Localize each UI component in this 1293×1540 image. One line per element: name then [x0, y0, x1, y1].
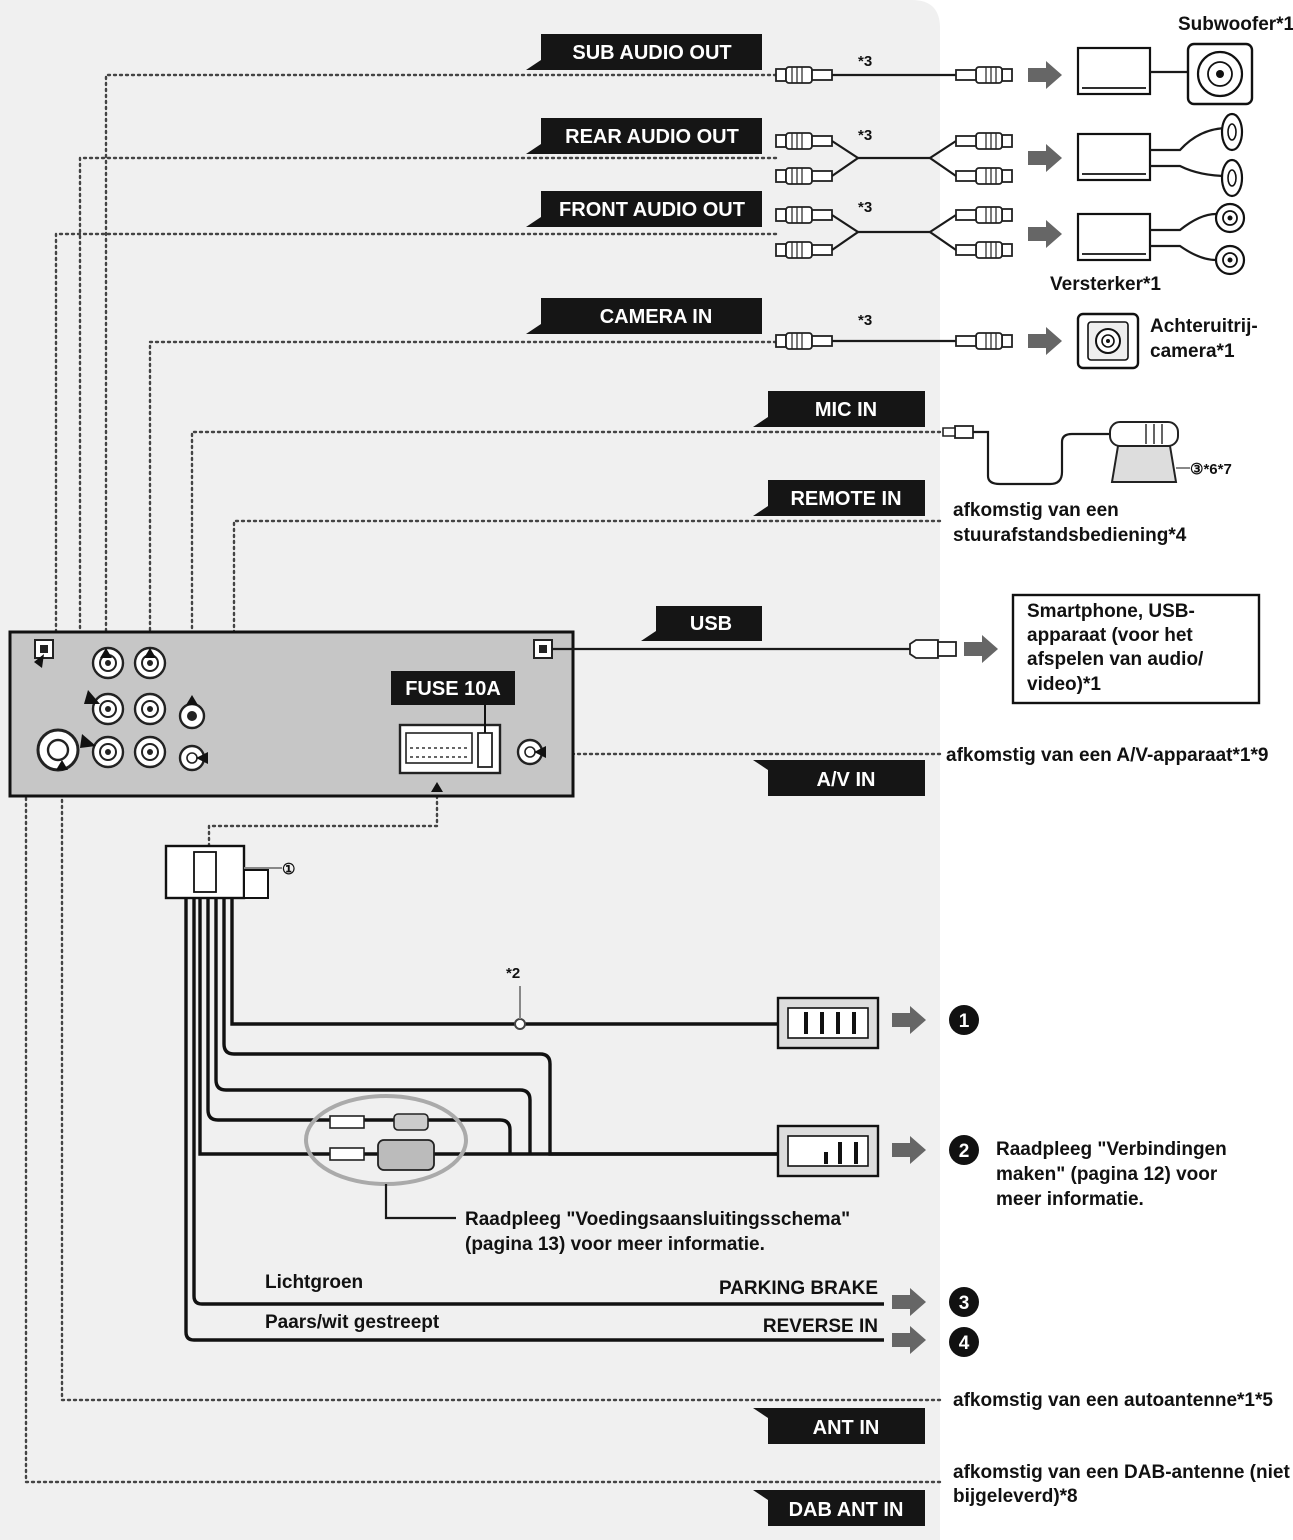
tag-ant-in: ANT IN: [753, 1408, 925, 1444]
subwoofer-speaker: [1186, 42, 1254, 106]
tag-ant-in-label: ANT IN: [813, 1417, 880, 1439]
tag-rear-audio-out: REAR AUDIO OUT: [526, 118, 762, 154]
dab-source-line2: bijgeleverd)*8: [953, 1486, 1078, 1507]
antenna-socket: [36, 728, 80, 772]
cable-note-front: *3: [858, 199, 872, 216]
svg-text:4: 4: [959, 1333, 970, 1354]
dab-port: [34, 639, 54, 659]
usb-cable: [552, 593, 1261, 705]
av-source-label: afkomstig van een A/V-apparaat*1*9: [946, 745, 1268, 766]
microphone: [942, 421, 1190, 486]
ant-source-label: afkomstig van een autoantenne*1*5: [953, 1390, 1273, 1411]
connect-ref-line2: maken" (pagina 12) voor: [996, 1164, 1218, 1185]
tag-sub-audio-out: SUB AUDIO OUT: [526, 34, 762, 70]
reverse-in-label: REVERSE IN: [763, 1316, 878, 1337]
cable-note-camera: *3: [858, 312, 872, 329]
front-out-jack-right: [133, 735, 167, 769]
fuse-tag: FUSE 10A: [391, 671, 515, 705]
front-out-jack-left: [91, 735, 125, 769]
power-ref-line1: Raadpleeg "Voedingsaansluitingsschema": [465, 1209, 850, 1230]
connect-ref-line3: meer informatie.: [996, 1189, 1144, 1210]
tag-mic-in-label: MIC IN: [815, 399, 877, 421]
iso-connector-2: [776, 1124, 880, 1178]
harness-connector: [164, 844, 282, 900]
svg-text:2: 2: [959, 1141, 970, 1162]
head-unit: FUSE 10A: [8, 630, 575, 798]
tag-av-in: A/V IN: [753, 760, 925, 796]
tag-camera-in: CAMERA IN: [526, 298, 762, 334]
power-connector: [398, 704, 502, 775]
tag-sub-audio-out-label: SUB AUDIO OUT: [572, 42, 731, 64]
usb-box-line4: video)*1: [1027, 674, 1101, 695]
tag-front-audio-out-label: FRONT AUDIO OUT: [559, 199, 745, 221]
tag-remote-in-label: REMOTE IN: [790, 488, 901, 510]
remote-source-line1: afkomstig van een: [953, 500, 1119, 521]
tag-mic-in: MIC IN: [753, 391, 925, 427]
tag-dab-ant-in-label: DAB ANT IN: [789, 1499, 904, 1521]
tag-usb-label: USB: [690, 613, 732, 635]
parking-brake-label: PARKING BRAKE: [719, 1278, 878, 1299]
rear-out-jack-left: [91, 692, 125, 726]
number-badge-2: 2: [949, 1135, 979, 1165]
camera-label-line1: Achteruitrij-: [1150, 316, 1258, 337]
rear-speakers: [1220, 112, 1244, 198]
usb-device-box: [1011, 593, 1261, 705]
tag-camera-in-label: CAMERA IN: [600, 306, 713, 328]
wiring-harness: [164, 844, 926, 1354]
rear-out-cable: [775, 112, 1244, 198]
svg-text:1: 1: [959, 1011, 970, 1032]
camera-cable: [775, 312, 1140, 370]
iso-connector-1: [776, 996, 880, 1050]
amplifier-label: Versterker*1: [1050, 274, 1161, 295]
number-badge-4: 4: [949, 1327, 979, 1357]
cable-note-rear: *3: [858, 127, 872, 144]
number-badge-1: 1: [949, 1005, 979, 1035]
tag-av-in-label: A/V IN: [817, 769, 876, 791]
svg-text:3: 3: [959, 1293, 970, 1314]
note-star2: *2: [506, 965, 520, 982]
rear-out-jack-right: [133, 692, 167, 726]
usb-box-line1: Smartphone, USB-: [1027, 601, 1195, 622]
wire-color-lightgreen: Lichtgroen: [265, 1272, 363, 1293]
subwoofer-label: Subwoofer*1: [1178, 14, 1293, 35]
port-arrowheads: [34, 648, 546, 792]
rear-camera: [1076, 312, 1140, 370]
usb-port: [533, 639, 553, 659]
harness-reference: ①: [282, 861, 295, 878]
power-ref-line2: (pagina 13) voor meer informatie.: [465, 1234, 765, 1255]
front-out-cable: [775, 202, 1246, 276]
dab-source-line1: afkomstig van een DAB-antenne (niet: [953, 1462, 1290, 1483]
tag-usb: USB: [641, 606, 762, 641]
number-badge-3: 3: [949, 1287, 979, 1317]
usb-box-line3: afspelen van audio/: [1027, 649, 1204, 670]
mic-reference: ③*6*7: [1190, 461, 1232, 478]
tag-remote-in: REMOTE IN: [753, 480, 925, 516]
tag-front-audio-out: FRONT AUDIO OUT: [526, 191, 762, 227]
usb-box-line2: apparaat (voor het: [1027, 625, 1193, 646]
camera-label-line2: camera*1: [1150, 341, 1235, 362]
wire-color-purple-white: Paars/wit gestreept: [265, 1312, 440, 1333]
connect-ref-line1: Raadpleeg "Verbindingen: [996, 1139, 1227, 1160]
tag-rear-audio-out-label: REAR AUDIO OUT: [565, 126, 739, 148]
cable-note-sub: *3: [858, 53, 872, 70]
tag-dab-ant-in: DAB ANT IN: [753, 1490, 925, 1526]
power-detail-ellipse: [304, 1094, 468, 1220]
remote-source-line2: stuurafstandsbediening*4: [953, 525, 1187, 546]
sub-out-cable: [775, 42, 1254, 106]
front-speaker-left: [1214, 202, 1246, 234]
fuse-label: FUSE 10A: [405, 678, 501, 700]
front-speaker-right: [1214, 244, 1246, 276]
